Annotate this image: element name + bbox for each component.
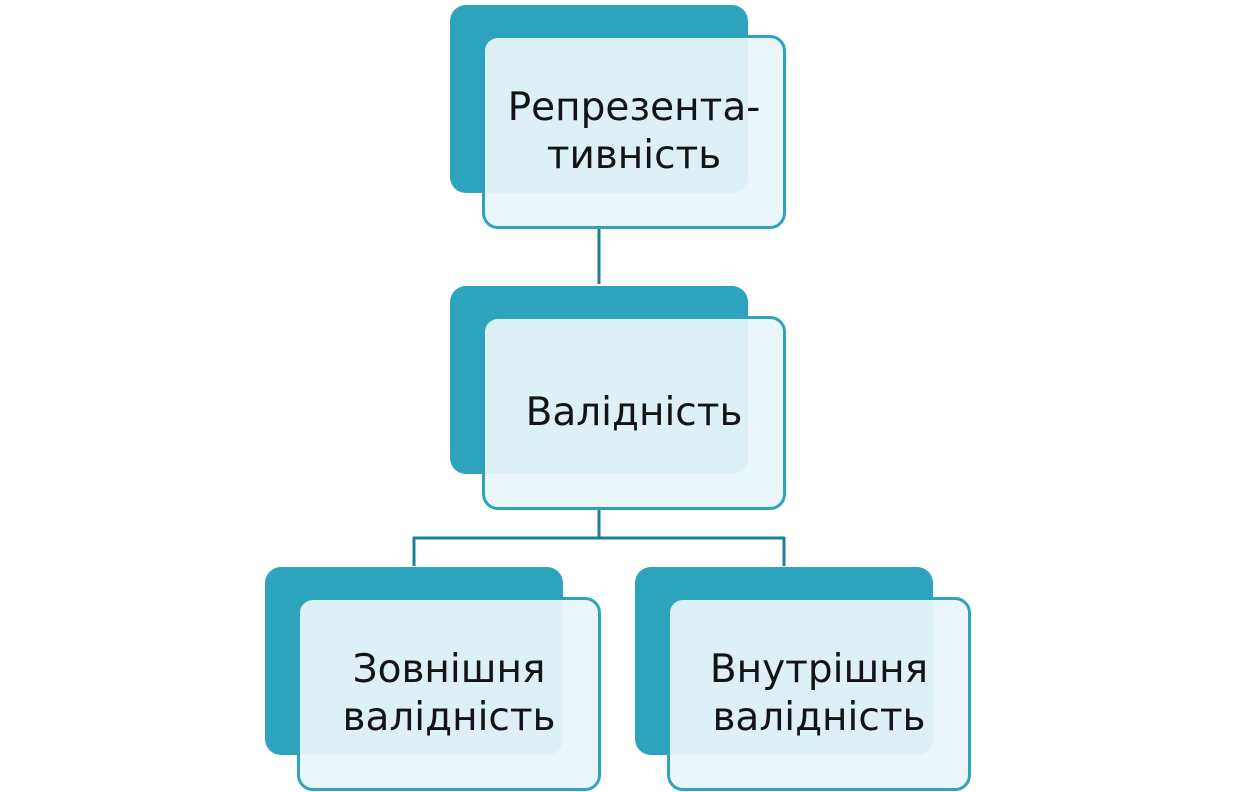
node-card xyxy=(482,35,786,229)
node-representativeness: Репрезента- тивність xyxy=(450,5,786,230)
node-card xyxy=(667,597,971,791)
node-label-representativeness: Репрезента- тивність xyxy=(507,85,761,178)
node-card xyxy=(482,316,786,510)
node-label-external-validity: Зовнішня валідність xyxy=(342,647,556,740)
node-label-validity: Валідність xyxy=(525,390,743,436)
node-internal-validity: Внутрішня валідність xyxy=(635,567,971,792)
node-validity: Валідність xyxy=(450,286,786,511)
node-external-validity: Зовнішня валідність xyxy=(265,567,601,792)
node-label-internal-validity: Внутрішня валідність xyxy=(709,647,929,740)
node-card xyxy=(297,597,601,791)
